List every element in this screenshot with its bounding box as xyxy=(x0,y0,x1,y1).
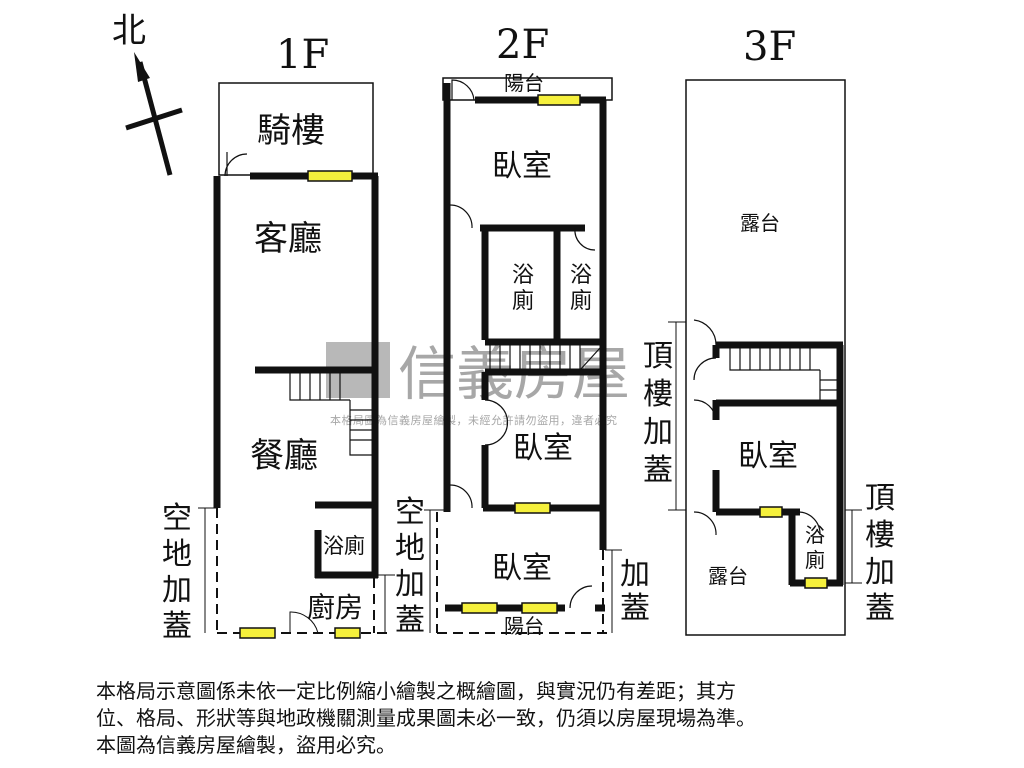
room-dining: 餐廳 xyxy=(250,436,318,476)
svg-text:空: 空 xyxy=(395,495,425,530)
svg-text:浴: 浴 xyxy=(512,263,534,288)
svg-text:樓: 樓 xyxy=(865,518,895,553)
floor-1f-title: 1F xyxy=(276,32,329,78)
room-bath-2-2f: 浴 廁 xyxy=(570,263,592,314)
room-balcony-top-2f: 陽台 xyxy=(504,71,544,95)
svg-text:空: 空 xyxy=(162,501,192,536)
room-bedroom-3f: 臥室 xyxy=(738,439,798,474)
label-extension-right-2f: 加 蓋 xyxy=(620,557,650,626)
room-living: 客廳 xyxy=(254,219,322,259)
disclaimer: 本格局示意圖係未依一定比例縮小繪製之概繪圖，與實況仍有差距；其方 位、格局、形狀… xyxy=(96,678,756,759)
room-bedroom-3-2f: 臥室 xyxy=(492,551,552,586)
watermark-notice: 本格局圖為信義房屋繪製，未經允許請勿盜用，違者必究 xyxy=(330,413,618,427)
room-bedroom-1-2f: 臥室 xyxy=(492,149,552,184)
room-bath-1f: 浴廁 xyxy=(323,534,365,558)
svg-text:頂: 頂 xyxy=(643,339,673,374)
svg-text:加: 加 xyxy=(162,573,192,608)
room-kitchen: 廚房 xyxy=(307,591,363,624)
floor-2f-title: 2F xyxy=(496,22,549,68)
svg-text:地: 地 xyxy=(395,531,425,566)
label-extension-1f: 空 地 加 蓋 xyxy=(162,501,192,644)
svg-text:浴: 浴 xyxy=(570,263,592,288)
svg-text:加: 加 xyxy=(643,415,673,450)
disclaimer-line: 本格局示意圖係未依一定比例縮小繪製之概繪圖，與實況仍有差距；其方 xyxy=(96,679,736,703)
label-extension-left-2f: 空 地 加 蓋 xyxy=(395,495,425,638)
room-terrace-bottom-3f: 露台 xyxy=(708,564,748,588)
svg-text:蓋: 蓋 xyxy=(620,591,650,626)
svg-text:廁: 廁 xyxy=(512,289,534,314)
svg-text:浴: 浴 xyxy=(805,523,825,547)
floor-3f xyxy=(668,79,862,636)
svg-text:蓋: 蓋 xyxy=(865,591,895,626)
room-balcony-bottom-2f: 陽台 xyxy=(504,614,544,638)
svg-text:蓋: 蓋 xyxy=(162,609,192,644)
disclaimer-line: 本圖為信義房屋繪製，盜用必究。 xyxy=(96,733,396,757)
svg-text:加: 加 xyxy=(620,557,650,592)
north-label: 北 xyxy=(112,11,146,51)
svg-text:加: 加 xyxy=(865,555,895,590)
svg-text:蓋: 蓋 xyxy=(395,603,425,638)
svg-text:廁: 廁 xyxy=(570,289,592,314)
svg-text:加: 加 xyxy=(395,567,425,602)
room-bath-3f: 浴 廁 xyxy=(805,523,825,572)
floor-3f-title: 3F xyxy=(743,24,796,70)
room-bedroom-2-2f: 臥室 xyxy=(513,431,573,466)
svg-text:地: 地 xyxy=(162,537,192,572)
label-rooftop-right-3f: 頂 樓 加 蓋 xyxy=(865,481,895,626)
svg-text:頂: 頂 xyxy=(865,481,895,516)
label-rooftop-left-3f: 頂 樓 加 蓋 xyxy=(643,339,673,488)
room-terrace-top-3f: 露台 xyxy=(740,211,780,235)
disclaimer-line: 位、格局、形狀等與地政機關測量成果圖未必一致，仍須以房屋現場為準。 xyxy=(96,706,756,730)
floor-2f xyxy=(424,77,622,634)
svg-text:廁: 廁 xyxy=(805,548,825,572)
room-arcade: 騎樓 xyxy=(257,111,325,151)
north-arrow: 北 xyxy=(112,11,183,176)
floor-1f xyxy=(198,82,395,639)
svg-text:蓋: 蓋 xyxy=(643,453,673,488)
svg-text:樓: 樓 xyxy=(643,377,673,412)
room-bath-1-2f: 浴 廁 xyxy=(512,263,534,314)
